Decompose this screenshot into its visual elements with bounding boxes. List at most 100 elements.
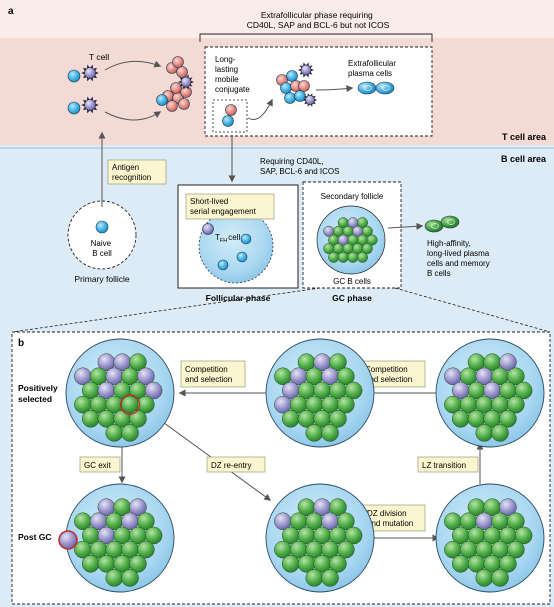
gc-bcell: [337, 512, 355, 531]
tcell-label: T cell: [89, 52, 109, 62]
plasma-cell: [357, 81, 377, 95]
short-lived-label: Short-lived serial engagement: [190, 197, 257, 216]
panel-b-label: b: [18, 338, 24, 349]
gc-dz-reentry: [274, 498, 363, 587]
bcell: [156, 94, 168, 106]
bcell: [236, 251, 248, 263]
centrocyte: [137, 367, 155, 386]
plasma-cell: [375, 81, 395, 95]
requiring-label: Requiring CD40L, SAP, BCL-6 and ICOS: [260, 157, 339, 176]
positively-selected-label: Positively selected: [18, 383, 60, 404]
gc-bcell: [305, 424, 324, 442]
extrafollicular-header: Extrafollicular phase requiring CD40L, S…: [247, 10, 390, 30]
gc-bcell: [337, 395, 355, 414]
gc-bcell: [121, 424, 139, 442]
loop-arrow-top: [104, 60, 162, 71]
gc-bcell: [451, 410, 470, 428]
gc-bcell: [281, 555, 300, 573]
tcell: [170, 82, 182, 94]
tcell: [180, 86, 192, 98]
conjugate-arrow: [247, 98, 273, 120]
gc-bcell: [507, 540, 525, 559]
gc-bcell: [144, 526, 163, 545]
gc-bcell: [357, 217, 368, 229]
gc-bcell: [361, 225, 373, 237]
dendritic-cell: [81, 64, 99, 82]
follicle-circle: [198, 208, 274, 284]
gc-bcell: [361, 243, 373, 255]
extrafollicular-box: [204, 46, 433, 137]
gc-bcell: [105, 424, 124, 442]
gc-phase-label: GC phase: [332, 293, 372, 303]
extrafollicular-plasma-label: Extrafollicular plasma cells: [348, 59, 398, 78]
gc-bcell: [475, 424, 494, 442]
gc-exit-box: [79, 456, 121, 473]
zoom-line-right: [394, 287, 551, 333]
gc-mini-cluster: [323, 217, 378, 263]
gc-bcell: [105, 569, 124, 587]
gc-bcell: [337, 367, 355, 386]
gc-bcell: [366, 234, 378, 246]
gc-bcell: [357, 251, 368, 263]
conjugate-dashed-box: [212, 99, 248, 133]
dz-reentry-box: [206, 456, 266, 473]
gc-bcell: [121, 569, 139, 587]
tcell: [166, 100, 178, 112]
tcell: [176, 66, 188, 78]
dendritic-cell: [81, 96, 99, 114]
gc-bcell: [129, 353, 147, 371]
dz-division-box: [362, 504, 426, 532]
bcell: [67, 101, 81, 115]
gc-bcell: [129, 555, 147, 573]
zoom-line-left: [11, 287, 321, 333]
lz-transition-label: LZ transition: [422, 461, 466, 470]
gc-bcell: [475, 569, 494, 587]
extrafollicular-bracket: [199, 33, 433, 42]
gc-bcell: [329, 555, 347, 573]
centrocyte: [499, 498, 517, 516]
dz-reentry-label: DZ re-entry: [211, 461, 251, 470]
post-gc-label: Post GC: [18, 532, 52, 542]
gc-bcell: [344, 381, 363, 400]
gc-bcell: [281, 410, 300, 428]
gc-bcell: [451, 555, 470, 573]
selected-cell-ring: [119, 394, 141, 415]
gc-bcell: [137, 395, 155, 414]
high-affinity-label: High-affinity, long-lived plasma cells a…: [427, 239, 492, 278]
gc-bcell: [514, 381, 533, 400]
secondary-follicle-label: Secondary follicle: [321, 192, 384, 201]
naive-bcell: [95, 220, 109, 234]
memory-plasma-cell: [440, 215, 460, 229]
follicular-phase-label: Follicular phase: [206, 293, 271, 303]
primary-follicle-circle: [67, 200, 137, 270]
exiting-bcell: [58, 530, 78, 550]
gc-bcell: [507, 512, 525, 531]
primary-follicle-label: Primary follicle: [74, 274, 130, 284]
gc-bcell: [329, 353, 347, 371]
memory-plasma-cell: [424, 219, 444, 233]
tcell: [298, 80, 310, 92]
tcell-area-label: T cell area: [502, 132, 547, 142]
dz-division-label: DZ division and mutation: [367, 509, 413, 528]
competition-label-1: Competition and selection: [185, 365, 232, 384]
loop-arrow-bottom: [104, 111, 162, 121]
cells-layer: [58, 56, 545, 593]
gc-bcell: [321, 424, 339, 442]
panel-a-label: a: [8, 6, 14, 17]
naive-bcell-label: Naive B cell: [91, 239, 114, 258]
gc-bcell: [491, 569, 509, 587]
dendritic-cell: [298, 62, 314, 78]
gc-bcell: [347, 251, 359, 263]
lz-transition-box: [417, 456, 479, 473]
gc-bcell: [337, 251, 349, 263]
gc-bcell: [81, 555, 100, 573]
centrocyte: [144, 381, 163, 400]
gc-positively-selected: [74, 353, 163, 442]
gc-bcell: [137, 512, 155, 531]
bcell: [222, 115, 234, 127]
gc-bcell: [305, 569, 324, 587]
bcell: [294, 90, 306, 102]
gc-bcell: [321, 569, 339, 587]
bcell: [67, 69, 81, 83]
